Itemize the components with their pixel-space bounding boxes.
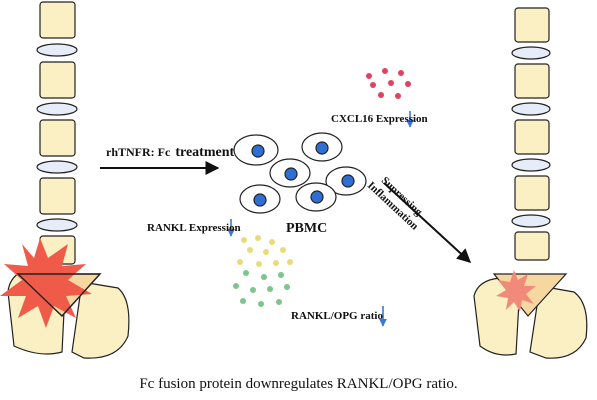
rankl-dot: [276, 299, 282, 305]
treatment-label: rhTNFR: Fc treatment: [106, 145, 234, 161]
intervertebral-disc: [36, 43, 78, 57]
rankl-dot: [273, 260, 279, 266]
pbmc-label: PBMC: [286, 221, 328, 236]
cell-nucleus: [315, 141, 329, 155]
cxcl16-dot: [378, 92, 384, 98]
vertebra: [514, 63, 550, 99]
vertebra: [39, 1, 76, 39]
rankl-dot: [240, 298, 246, 304]
intervertebral-disc: [36, 160, 78, 174]
cxcl16-dot: [388, 80, 394, 86]
vertebra: [514, 7, 550, 43]
treatment-word: treatment: [175, 145, 235, 160]
ratio-label: RANKL/OPG ratio: [291, 310, 383, 322]
rankl-dot: [267, 286, 273, 292]
cxcl16-dots: [366, 68, 411, 99]
rankl-dot: [233, 283, 239, 289]
rankl-dot: [250, 287, 256, 293]
cell-nucleus: [284, 167, 298, 181]
cell-nucleus: [251, 144, 265, 158]
cxcl16-dot: [395, 93, 401, 99]
cell-nucleus: [341, 174, 355, 188]
cxcl16-label: CXCL16 Expression: [331, 113, 428, 125]
intervertebral-disc: [36, 102, 78, 116]
figure-caption: Fc fusion protein downregulates RANKL/OP…: [139, 376, 458, 392]
treatment-agent: rhTNFR: Fc: [106, 145, 171, 159]
rankl-dot: [255, 235, 261, 241]
rankl-dot: [247, 247, 253, 253]
vertebra: [514, 119, 550, 155]
rankl-dot: [278, 272, 284, 278]
intervertebral-disc: [511, 102, 551, 116]
rankl-dot: [243, 270, 249, 276]
vertebra: [514, 231, 550, 261]
vertebra: [39, 119, 76, 157]
vertebra: [39, 61, 76, 99]
rankl-dot: [256, 261, 262, 267]
inflammation-burst-icon: [0, 238, 92, 328]
intervertebral-disc: [511, 158, 551, 172]
right-spine: [473, 7, 588, 359]
cxcl16-dot: [382, 68, 388, 74]
rankl-dot: [237, 259, 243, 265]
suppressing-arrow: [383, 182, 472, 263]
rankl-dot: [241, 237, 247, 243]
rankl-label: RANKL Expression: [147, 222, 241, 234]
pelvis-right-bone: [529, 285, 588, 359]
cell-nucleus: [253, 193, 267, 207]
vertebra: [39, 177, 76, 215]
intervertebral-disc: [511, 46, 551, 60]
vertebra: [514, 175, 550, 211]
cell-nucleus: [310, 190, 324, 204]
cxcl16-dot: [370, 82, 376, 88]
rankl-dot: [258, 301, 264, 307]
cxcl16-dot: [398, 70, 404, 76]
rankl-dot: [263, 249, 269, 255]
rankl-dot: [269, 239, 275, 245]
intervertebral-disc: [511, 214, 551, 228]
cxcl16-dot: [405, 81, 411, 87]
rankl-dot: [284, 284, 290, 290]
cxcl16-dot: [366, 73, 372, 79]
rankl-dot: [280, 247, 286, 253]
sacrum-outline: [16, 273, 102, 318]
pbmc-cells: [233, 132, 367, 214]
inflammation-burst-icon: [496, 270, 536, 312]
rankl-dot: [287, 259, 293, 265]
pelvis-right-bone: [71, 281, 130, 359]
rankl-dot: [261, 274, 267, 280]
intervertebral-disc: [36, 218, 78, 232]
rankl-dots: [233, 235, 293, 307]
